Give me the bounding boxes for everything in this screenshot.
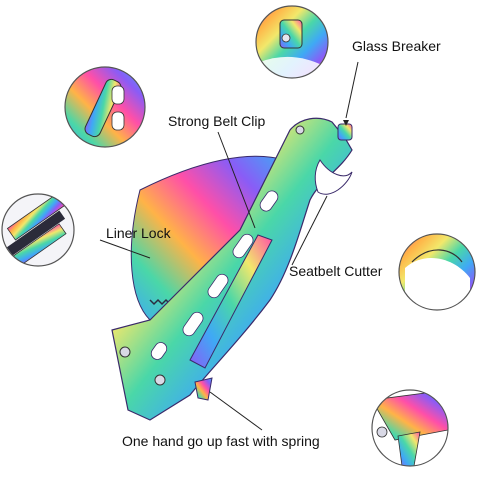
leader-spring bbox=[209, 391, 263, 431]
callout-belt-clip-closeup bbox=[64, 66, 146, 148]
leader-glass-breaker-arrow bbox=[343, 120, 349, 126]
knife-body bbox=[111, 117, 353, 421]
label-glass-breaker: Glass Breaker bbox=[352, 38, 441, 54]
leader-belt-clip bbox=[217, 131, 256, 229]
leader-glass-breaker bbox=[345, 61, 359, 119]
label-liner-lock: Liner Lock bbox=[106, 225, 171, 241]
leader-liner-lock bbox=[99, 239, 151, 259]
label-seatbelt-cutter: Seatbelt Cutter bbox=[289, 263, 383, 279]
leader-lines bbox=[99, 61, 359, 431]
leader-seatbelt-cutter bbox=[291, 195, 328, 266]
callout-spring-flipper-closeup bbox=[371, 389, 449, 467]
callout-seatbelt-cutter-closeup bbox=[398, 233, 476, 311]
callout-liner-lock-closeup bbox=[1, 193, 75, 267]
callout-glass-breaker-closeup bbox=[255, 5, 329, 79]
label-strong-belt-clip: Strong Belt Clip bbox=[168, 113, 266, 129]
label-spring-assist: One hand go up fast with spring bbox=[122, 433, 320, 449]
